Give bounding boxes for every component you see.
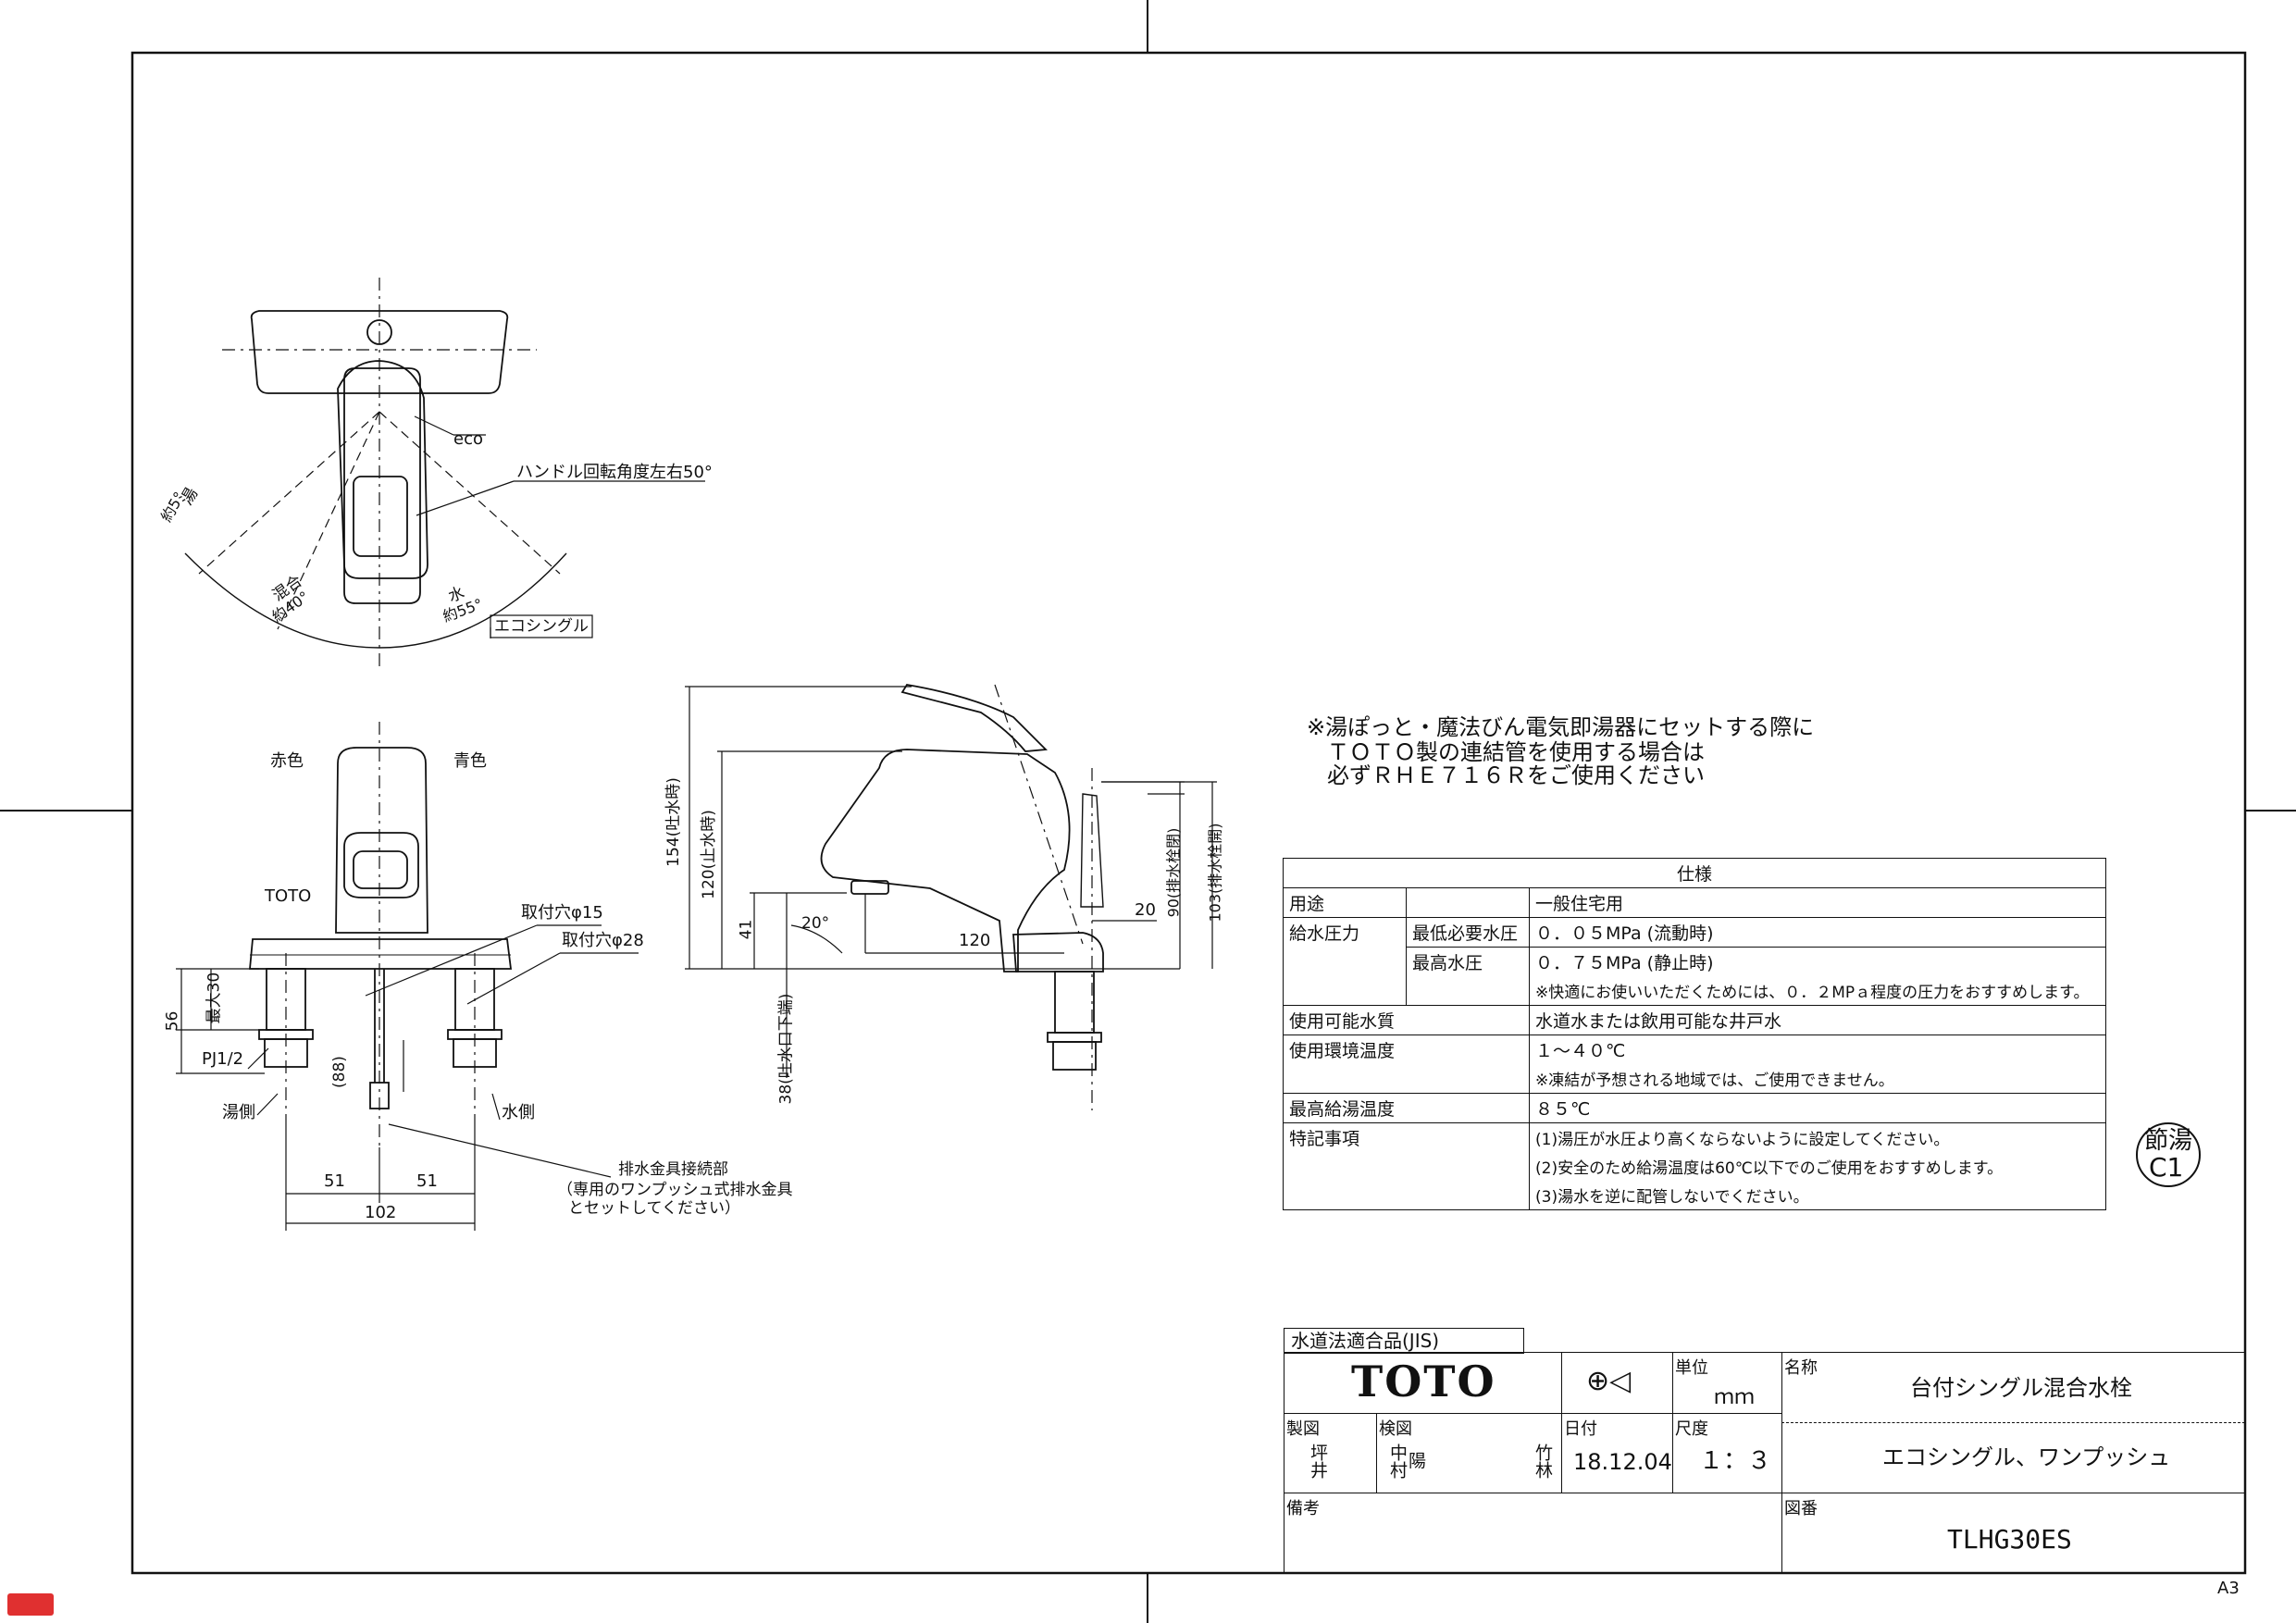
spec-label: 使用環境温度 [1283,1035,1530,1094]
remarks-label: 備考 [1286,1499,1320,1518]
spec-label: 最高給湯温度 [1283,1093,1530,1123]
w120-label: 120 [959,931,991,950]
water-side-label: 水側 [502,1103,535,1122]
pj-label: PJ1/2 [202,1049,244,1069]
divider [1284,1413,1781,1414]
spec-note: (1)湯圧が水圧より高くならないように設定してください。 [1529,1122,2106,1152]
spec-value: ８５℃ [1529,1093,2106,1123]
angle20-label: 20° [801,914,830,933]
red-label: 赤色 [270,751,304,771]
unit-label: 単位 [1675,1358,1708,1378]
divider [1672,1352,1673,1493]
spec-value: １～４０℃ [1529,1035,2106,1064]
spec-table: 仕様 用途 一般住宅用 給水圧力 最低必要水圧 ０．０５MPa (流動時) 最高… [1283,858,2106,1210]
checked-name-3: 竹林 [1533,1443,1553,1479]
h120-label: 120(止水時) [699,810,718,899]
checked-name-1: 中村 [1387,1443,1408,1479]
spec-note: ※快適にお使いいただくためには、０．２MPａ程度の圧力をおすすめします。 [1529,976,2106,1006]
spec-label: 特記事項 [1283,1122,1530,1210]
eco-single-label: エコシングル [494,617,589,636]
brand-label: TOTO [265,886,312,906]
spec-label: 給水圧力 [1283,917,1407,1006]
dim51-left: 51 [324,1171,345,1191]
eco-label: eco [453,429,483,449]
divider [1781,1352,1782,1573]
spec-note: (2)安全のため給湯温度は60℃以下でのご使用をおすすめします。 [1529,1152,2106,1181]
h90-label: 90(排水栓閉) [1164,827,1183,918]
stamp-line-2: C1 [2149,1152,2184,1183]
h103-label: 103(排水栓開) [1206,823,1224,923]
toto-logo: TOTO [1351,1357,1496,1406]
unit-value: ｍｍ [1714,1386,1756,1409]
blue-label: 青色 [453,751,487,771]
projection-symbol-icon: ⊕◁ [1586,1365,1632,1397]
stamp-line-1: 節湯 [2144,1127,2193,1155]
drawing-no-label: 図番 [1784,1499,1818,1518]
title-block [1284,1352,2245,1573]
max30-label: 最大30 [205,972,224,1024]
spec-sub: 最高水圧 [1406,947,1530,1006]
hole15-label: 取付穴φ15 [521,903,603,923]
dim102: 102 [365,1203,397,1222]
spec-note: ※凍結が予想される地域では、ご使用できません。 [1529,1064,2106,1094]
divider [1781,1422,2245,1423]
front-view [176,722,639,1231]
checked-name-2: 陽 [1409,1451,1427,1471]
w20-label: 20 [1135,900,1156,920]
spec-value: 一般住宅用 [1529,887,2106,918]
checked-label: 検図 [1379,1419,1412,1439]
jis-box [1284,1328,1524,1354]
date-label: 日付 [1564,1419,1597,1439]
dim88-label: (88) [329,1056,349,1088]
dim51-right: 51 [416,1171,438,1191]
h154-label: 154(吐水時) [664,777,683,867]
h41-label: 41 [737,919,756,940]
drain-label-2: （専用のワンプッシュ式排水金具 [557,1181,793,1199]
product-subname: エコシングル、ワンプッシュ [1882,1444,2171,1470]
top-view [184,278,705,666]
name-label: 名称 [1784,1358,1818,1378]
handle-angle-label: ハンドル回転角度左右50° [516,463,713,482]
dim56-label: 56 [163,1010,182,1032]
brand-corner-icon [7,1593,54,1616]
drain-label-3: とセットしてください） [568,1199,740,1218]
spec-sub: 最低必要水圧 [1406,917,1530,948]
spec-value: ０．７５MPa (静止時) [1529,947,2106,976]
note-line-3: 必ずＲＨＥ７１６Ｒをご使用ください [1327,762,1705,788]
spec-label: 用途 [1283,887,1407,918]
jis-label: 水道法適合品(JIS) [1291,1330,1440,1352]
drawn-label: 製図 [1286,1419,1320,1439]
drawn-name: 坪井 [1308,1443,1328,1479]
spec-value: 水道水または飲用可能な井戸水 [1529,1005,2106,1035]
note-line-2: ＴＯＴＯ製の連結管を使用する場合は [1327,739,1705,765]
spec-label: 使用可能水質 [1283,1005,1530,1035]
spec-title: 仕様 [1283,858,2106,888]
divider [1561,1413,1562,1493]
date-value: 18.12.04 [1573,1449,1672,1475]
h38-label: 38(吐水口下端) [776,993,796,1105]
scale-value: １：３ [1699,1447,1772,1475]
hole28-label: 取付穴φ28 [562,931,644,950]
hot-side-label: 湯側 [222,1103,255,1122]
divider [1376,1413,1377,1493]
note-line-1: ※湯ぽっと・魔法びん電気即湯器にセットする際に [1307,714,1815,740]
scale-label: 尺度 [1675,1419,1708,1439]
spec-note: (3)湯水を逆に配管しないでください。 [1529,1181,2106,1210]
product-name: 台付シングル混合水栓 [1910,1375,2132,1401]
spec-value: ０．０５MPa (流動時) [1529,917,2106,948]
side-view [685,684,1217,1110]
sheet-size: A3 [2217,1579,2240,1598]
drawing-number: TLHG30ES [1947,1524,2072,1555]
drain-label-1: 排水金具接続部 [618,1160,728,1179]
